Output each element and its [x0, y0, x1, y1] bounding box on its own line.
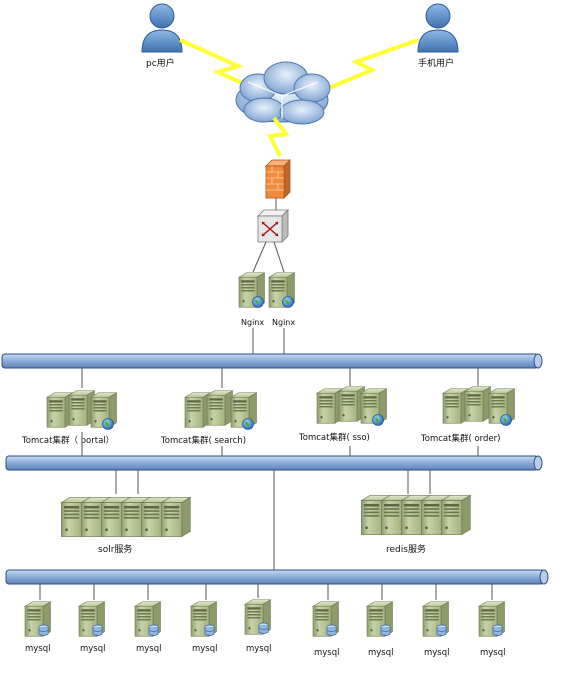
- pc-user-icon: [141, 3, 183, 53]
- mobile-link-lightning: [309, 38, 419, 98]
- mysql-server-8: [422, 601, 449, 637]
- tomcat-cluster-portal: [46, 390, 117, 430]
- mysql-label-3: mysql: [136, 644, 162, 654]
- mysql-server-4: [190, 601, 217, 637]
- mysql-label-4: mysql: [192, 644, 218, 654]
- network-bus-1: [1, 353, 543, 369]
- mysql-label-5: mysql: [246, 644, 272, 654]
- tomcat-cluster-sso: [316, 386, 387, 426]
- internet-cloud-icon: [235, 61, 331, 125]
- redis-service-label: redis服务: [386, 543, 426, 555]
- mysql-label-6: mysql: [314, 648, 340, 658]
- tomcat-cluster-label-sso: Tomcat集群( sso): [298, 432, 370, 443]
- mysql-server-1: [24, 601, 51, 637]
- mysql-server-7: [366, 601, 393, 637]
- tomcat-cluster-label-order: Tomcat集群( order): [420, 433, 500, 444]
- tomcat-cluster-search: [184, 390, 257, 430]
- pc-user-label: pc用户: [146, 57, 175, 69]
- mysql-server-2: [78, 601, 105, 637]
- mysql-label-2: mysql: [80, 644, 106, 654]
- redis-server-cluster: [360, 494, 471, 536]
- mysql-label-1: mysql: [25, 644, 51, 654]
- switch-icon: [257, 209, 289, 243]
- network-bus-3: [5, 569, 549, 585]
- nginx-server-2: [268, 272, 295, 308]
- mysql-server-3: [134, 601, 161, 637]
- cloud-link-lightning: [266, 116, 290, 157]
- network-bus-2: [5, 455, 543, 471]
- mysql-server-9: [478, 601, 505, 637]
- mysql-server-6: [312, 601, 339, 637]
- solr-service-label: solr服务: [98, 543, 132, 555]
- mysql-label-8: mysql: [424, 648, 450, 658]
- mysql-label-7: mysql: [368, 648, 394, 658]
- mobile-user-label: 手机用户: [418, 57, 454, 69]
- tomcat-cluster-label-portal: Tomcat集群（ portal）: [21, 435, 114, 446]
- nginx-server-1: [238, 272, 265, 308]
- tomcat-cluster-order: [442, 386, 515, 426]
- solr-server-cluster: [60, 496, 191, 538]
- firewall-icon: [265, 159, 291, 199]
- nginx-label-1: Nginx: [241, 318, 264, 327]
- mobile-user-icon: [417, 3, 459, 53]
- mysql-server-5: [244, 599, 271, 635]
- mysql-label-9: mysql: [480, 648, 506, 658]
- tomcat-cluster-label-search: Tomcat集群( search): [160, 435, 246, 446]
- nginx-label-2: Nginx: [272, 318, 295, 327]
